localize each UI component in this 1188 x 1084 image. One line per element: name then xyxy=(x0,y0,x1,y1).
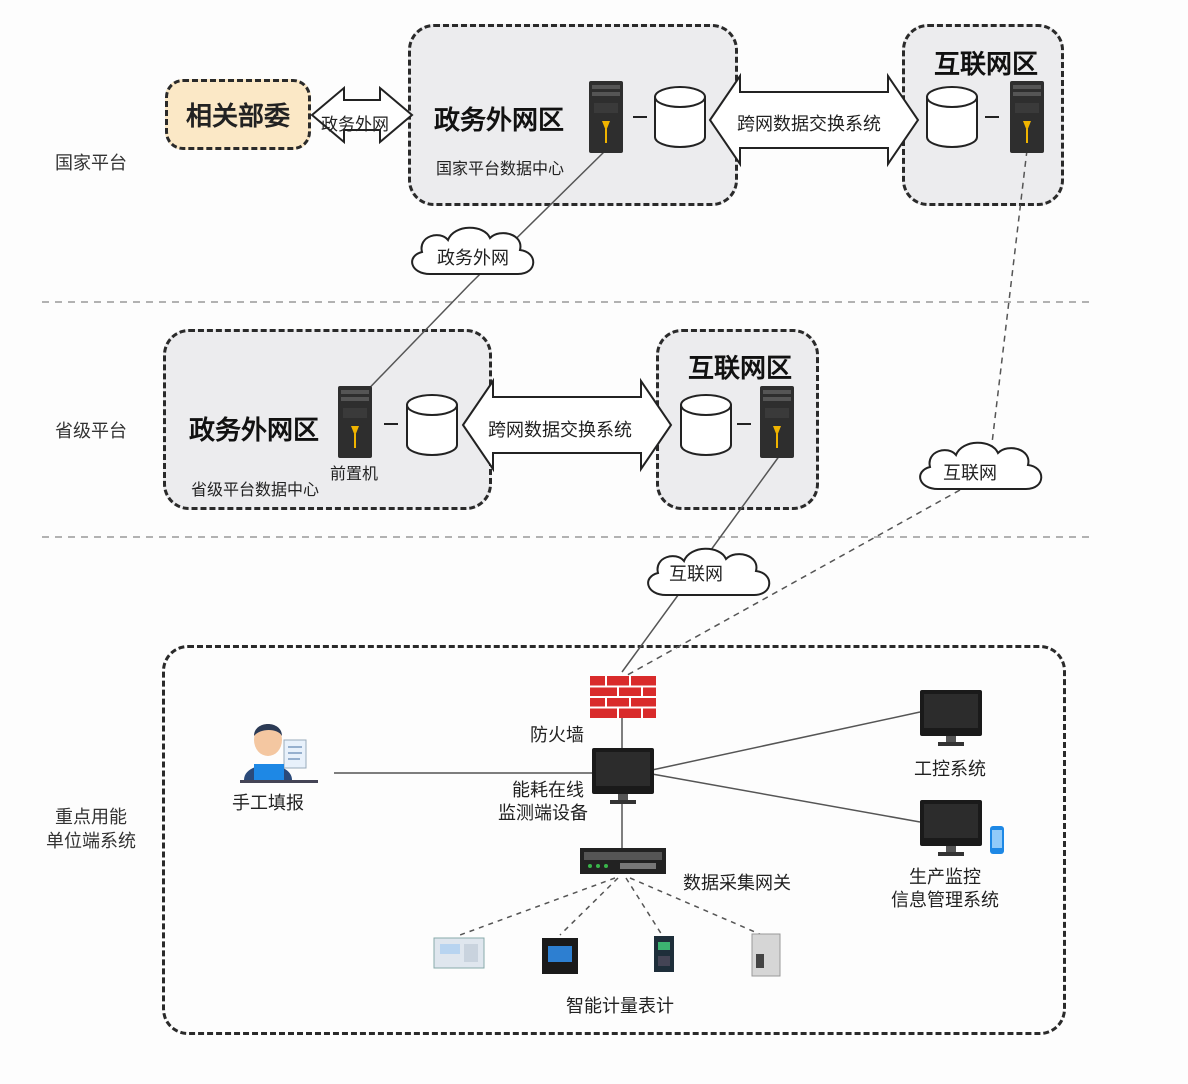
provincial-front-server-icon xyxy=(337,385,373,459)
national-gov-db-icon xyxy=(654,86,706,148)
tier-label-national: 国家平台 xyxy=(55,153,127,174)
provincial-internet-server-icon xyxy=(759,385,795,459)
cloud-internet-right-label: 互联网 xyxy=(943,463,997,484)
tier-label-enterprise: 重点用能 单位端系统 xyxy=(46,806,136,854)
gateway-label: 数据采集网关 xyxy=(683,873,791,894)
cloud-gov-label: 政务外网 xyxy=(437,248,509,269)
national-internet-server-icon xyxy=(1009,80,1045,154)
monitor-device-label-line2: 监测端设备 xyxy=(498,803,588,824)
monitor-device-label-line1: 能耗在线 xyxy=(512,780,584,801)
firewall-icon xyxy=(590,676,656,718)
ministry-box: 相关部委 xyxy=(165,79,311,150)
national-exchange-arrow xyxy=(708,72,920,168)
tier-label-provincial: 省级平台 xyxy=(55,421,127,442)
front-machine-label: 前置机 xyxy=(330,464,379,483)
provincial-internet-zone-title: 互联网区 xyxy=(688,354,793,384)
meter-1-icon xyxy=(433,937,485,969)
monitor-device-icon xyxy=(592,748,654,804)
firewall-label: 防火墙 xyxy=(530,725,584,746)
industrial-control-label: 工控系统 xyxy=(914,759,986,780)
gateway-icon xyxy=(580,848,666,874)
provincial-exchange-label: 跨网数据交换系统 xyxy=(488,420,632,441)
ministry-link-arrow xyxy=(310,85,414,145)
production-system-label-line1: 生产监控 xyxy=(909,867,981,888)
meter-4-icon xyxy=(751,933,781,977)
mobile-phone-icon xyxy=(990,826,1004,854)
national-gov-zone-title: 政务外网区 xyxy=(434,106,565,136)
provincial-exchange-arrow xyxy=(461,377,673,473)
tier-label-enterprise-line1: 重点用能 xyxy=(55,807,127,828)
ministry-link-label: 政务外网 xyxy=(321,110,430,135)
national-internet-zone-title: 互联网区 xyxy=(934,50,1039,80)
ministry-link-label-text: 政务外网 xyxy=(321,115,389,135)
provincial-gov-db-icon xyxy=(406,394,458,456)
national-exchange-label: 跨网数据交换系统 xyxy=(737,114,881,135)
provincial-gov-zone-title: 政务外网区 xyxy=(189,416,320,446)
cloud-internet-mid-label: 互联网 xyxy=(669,564,723,585)
manual-entry-label: 手工填报 xyxy=(232,793,304,814)
monitor-device-label: 能耗在线 监测端设备 xyxy=(498,779,588,825)
production-monitor-icon xyxy=(920,800,982,856)
national-internet-db-icon xyxy=(926,86,978,148)
meter-3-icon xyxy=(654,936,674,972)
provincial-gov-zone-subtitle: 省级平台数据中心 xyxy=(191,480,320,499)
meter-2-icon xyxy=(542,938,578,974)
production-system-label: 生产监控 信息管理系统 xyxy=(891,866,999,912)
production-system-label-line2: 信息管理系统 xyxy=(891,890,999,911)
industrial-control-monitor-icon xyxy=(920,690,982,746)
national-gov-server-icon xyxy=(588,80,624,154)
person-computer-icon xyxy=(240,724,318,783)
national-gov-zone-subtitle: 国家平台数据中心 xyxy=(436,159,565,178)
tier-label-enterprise-line2: 单位端系统 xyxy=(46,831,136,852)
meters-label: 智能计量表计 xyxy=(566,996,674,1017)
provincial-internet-db-icon xyxy=(680,394,732,456)
